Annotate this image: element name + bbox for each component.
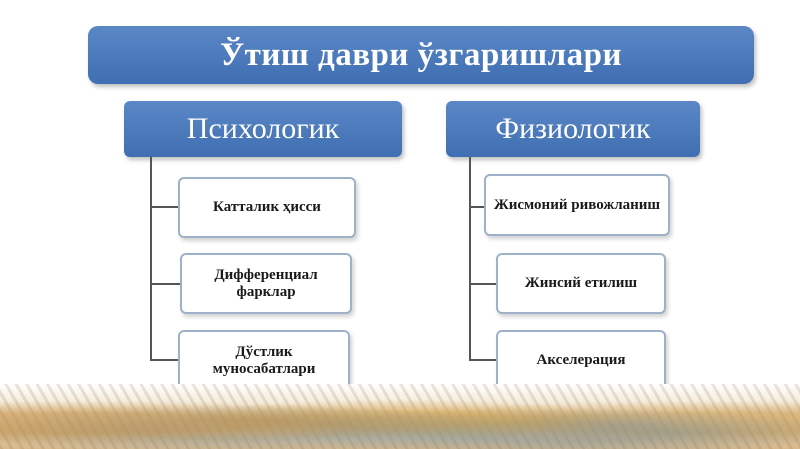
connector-right-1 [469, 206, 484, 208]
connector-right-3 [469, 359, 496, 361]
leaf-psych-1: Катталик ҳисси [178, 177, 356, 238]
decorative-ornament-band [0, 384, 800, 449]
leaf-phys-1: Жисмоний ривожланиш [484, 174, 670, 236]
leaf-psych-2: Дифференциал фарклар [180, 253, 352, 314]
connector-left-3 [150, 359, 178, 361]
connector-left-2 [150, 283, 180, 285]
leaf-psych-3: Дўстлик муносабатлари [178, 330, 350, 391]
category-psychological: Психологик [124, 101, 402, 157]
connector-left-1 [150, 206, 178, 208]
leaf-phys-2: Жинсий етилиш [496, 253, 666, 314]
connector-right-vertical [469, 157, 471, 361]
diagram-title: Ўтиш даври ўзгаришлари [88, 26, 754, 84]
leaf-phys-3: Акселерация [496, 330, 666, 391]
connector-right-2 [469, 283, 496, 285]
category-physiological: Физиологик [446, 101, 700, 157]
connector-left-vertical [150, 157, 152, 361]
